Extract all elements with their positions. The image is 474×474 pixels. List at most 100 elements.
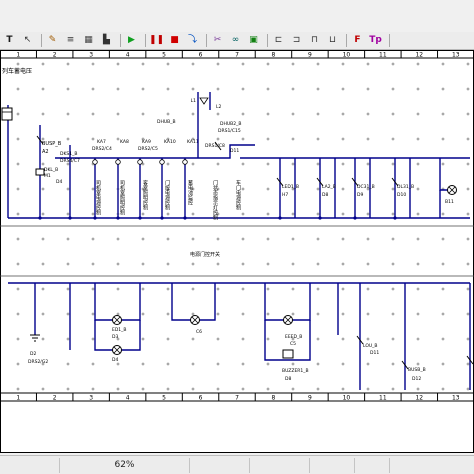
label-buzzer: BUZZER1_B [282,368,309,374]
label-b11: B11 [445,199,454,205]
label-eeed: EEED_B [285,334,302,340]
ruler-number: 12 [415,395,423,402]
top-control-bus [55,144,255,159]
relay-contact-ka11 [182,159,188,165]
switch-contact [351,177,359,187]
label-d8: D8 [322,192,328,198]
junction-dot [318,216,322,220]
lamp-cross [113,316,121,324]
label-dl31: DL31_B [397,184,414,190]
vertical-label-v5: 蓄电池监控 [187,179,193,206]
ruler-number: 13 [452,395,460,402]
properties-icon[interactable]: ≡ [66,35,75,45]
ruler-number: 9 [308,395,312,402]
switch-contact [316,177,324,187]
link-icon[interactable]: ∞ [231,35,240,45]
label-drs1: DRS1/C15 [218,128,241,134]
step-icon[interactable]: ⤵ [187,35,197,45]
text-param-icon[interactable]: Tp [369,35,382,45]
junction-dot [116,216,120,220]
switch-contact [276,177,284,187]
align-center-icon[interactable]: ⊓ [310,35,319,45]
label-c5: C5 [290,341,296,347]
label-dhub2: DHUB2_B [220,121,241,127]
label-ka8: KA8 [120,139,129,145]
label-dks: DKS1_B [60,151,77,157]
vertical-label-v6: 门状态指示灯控制 [212,179,218,221]
align-icon[interactable]: ⊐ [292,35,301,45]
label-ka7: KA7 [97,139,106,145]
ruler-number: 9 [308,52,312,59]
label-drs2b: DRS2/C5 [138,146,158,152]
status-cell-empty-4 [310,457,355,473]
ruler-number: 4 [126,395,130,402]
circuit-breaker [1,107,13,121]
relay-contact-ka10 [159,159,165,165]
switch-contact [401,360,409,370]
status-cell-empty-1 [0,457,60,473]
ruler-number: 5 [162,395,166,402]
lamp-cross [284,316,292,324]
pointer-icon[interactable]: ↖ [23,35,32,45]
label-drs2a: DRS2/C4 [92,146,112,152]
align-bottom-icon[interactable]: ⊔ [328,35,337,45]
chart-icon[interactable]: ▙ [103,35,110,45]
stop-icon[interactable]: ■ [170,35,179,45]
diode-symbol [199,97,209,105]
label-la2: LA2_B [322,184,336,190]
section-label: 电源门控开关 [190,251,220,258]
ruler-number: 8 [272,395,276,402]
label-h7: H7 [282,192,288,198]
ruler-number: 12 [415,52,423,59]
ruler-number: 2 [53,395,57,402]
label-drs4: DRS4/C7 [60,158,80,164]
toolbar-separator [145,34,146,47]
run-icon[interactable]: ▶ [128,35,135,45]
vertical-label-v1: 司机室电源控制 [95,180,101,216]
label-d4b: D4 [112,357,118,363]
label-ed1b: ED1_B [112,327,127,333]
label-d12: D12 [412,376,421,382]
align-left-icon[interactable]: ⊏ [274,35,283,45]
label-busb: BUSB_B [408,367,426,373]
toolbar-separator [267,34,268,47]
drawing-frame [0,50,474,453]
label-d2: D2 [30,351,36,357]
pause-icon[interactable]: ❚❚ [148,35,165,45]
ruler-number: 4 [126,52,130,59]
label-m1: M1 [44,173,51,179]
label-ka9: KA9 [142,139,151,145]
panel-icon[interactable]: ▣ [249,35,258,45]
label-drs1b: DRS1/C8 [205,143,225,149]
function-icon[interactable]: F [354,35,361,45]
label-dc31: DC31_B [357,184,375,190]
ruler-number: 3 [89,52,93,59]
vertical-label-v4: 门控电源控制 [164,179,170,211]
label-d3: D3 [112,334,118,340]
lamp-cross [448,186,456,194]
label-drs2g: DRS2/G2 [28,359,48,365]
label-ka10: KA10 [164,139,176,145]
ruler-number: 6 [199,395,203,402]
label-d9: D9 [357,192,363,198]
label-led1: LED1_B [282,184,299,190]
pen-icon[interactable]: ✎ [48,35,57,45]
switch-contact [466,355,474,365]
junction-dot [138,216,142,220]
cut-icon[interactable]: ✂ [213,35,222,45]
ruler-number: 5 [162,52,166,59]
junction-dot [278,216,282,220]
label-dkl: DKL_B [44,167,58,173]
ruler-number: 7 [235,395,239,402]
junction-dot [93,216,97,220]
status-cell-empty-3 [250,457,310,473]
switch-contact [36,135,44,145]
junction-dot [353,216,357,220]
label-d8b: D8 [285,376,291,382]
junction-dot [68,216,72,220]
grid-icon[interactable]: ▦ [84,35,93,45]
ruler-number: 11 [379,395,387,402]
text-tool-icon[interactable]: T [6,35,13,45]
